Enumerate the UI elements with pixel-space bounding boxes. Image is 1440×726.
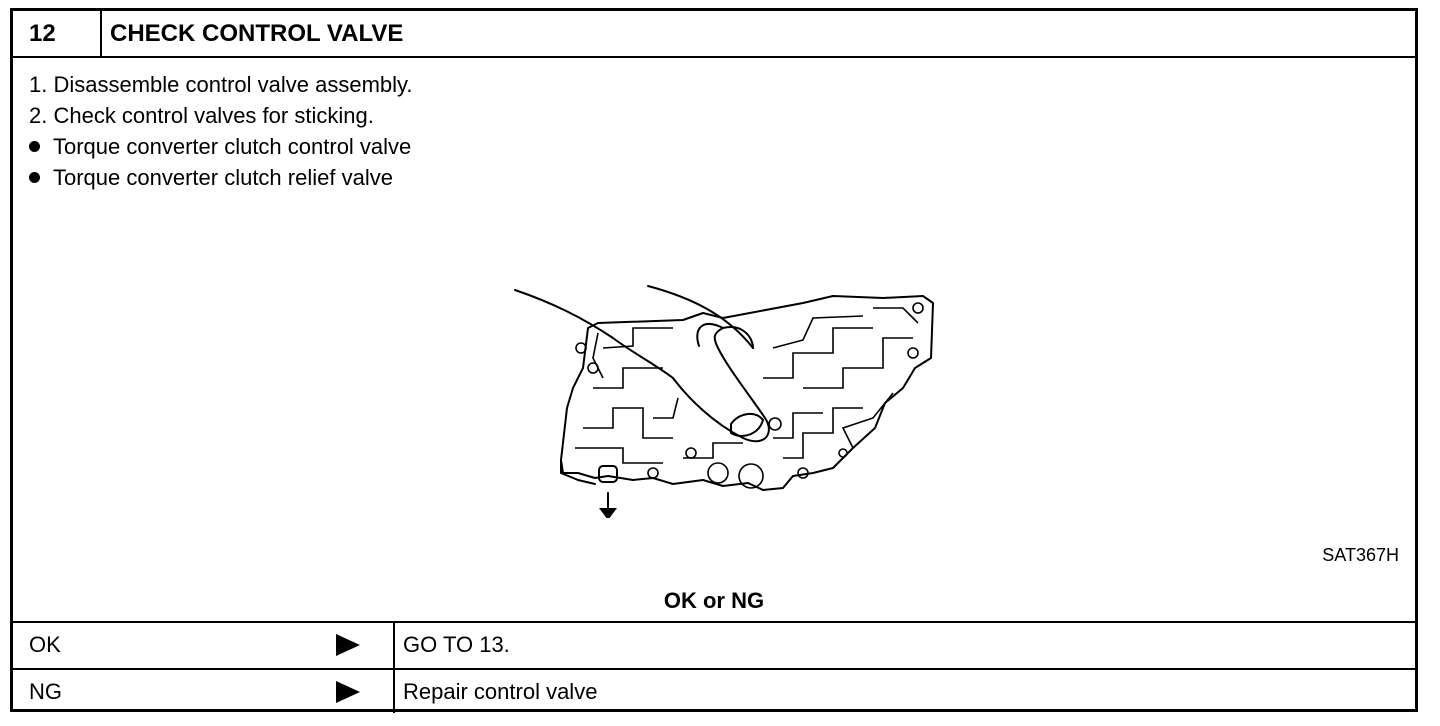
result-row-ok: OK GO TO 13. (13, 623, 1415, 668)
column-divider (393, 670, 395, 713)
bullet-text-2: Torque converter clutch relief valve (53, 165, 393, 190)
result-label: OK or NG (663, 588, 765, 613)
instruction-bullet-2: Torque converter clutch relief valve (29, 163, 393, 193)
step-body: 1. Disassemble control valve assembly. 2… (13, 58, 1415, 621)
control-valve-illustration (514, 285, 934, 518)
instruction-2: 2. Check control valves for sticking. (29, 103, 374, 128)
bullet-icon (29, 172, 40, 183)
step-header: 12 CHECK CONTROL VALVE (13, 11, 1415, 58)
step-number: 12 (13, 11, 102, 56)
result-key-ok: OK (29, 632, 61, 657)
result-row-ng: NG Repair control valve (13, 668, 1415, 713)
result-action-ok: GO TO 13. (403, 632, 510, 657)
arrow-right-icon (336, 681, 360, 703)
step-title: CHECK CONTROL VALVE (110, 20, 404, 47)
column-divider (393, 623, 395, 668)
figure-code: SAT367H (1322, 545, 1399, 565)
instruction-1: 1. Disassemble control valve assembly. (29, 72, 413, 97)
arrow-right-icon (336, 634, 360, 656)
result-key-ng: NG (29, 679, 62, 704)
bullet-text-1: Torque converter clutch control valve (53, 134, 412, 159)
instruction-bullet-1: Torque converter clutch control valve (29, 132, 411, 162)
result-action-ng: Repair control valve (403, 679, 598, 704)
bullet-icon (29, 141, 40, 152)
step-frame: 12 CHECK CONTROL VALVE 1. Disassemble co… (10, 8, 1418, 713)
result-table: OK GO TO 13. NG Repair control valve (13, 621, 1415, 713)
